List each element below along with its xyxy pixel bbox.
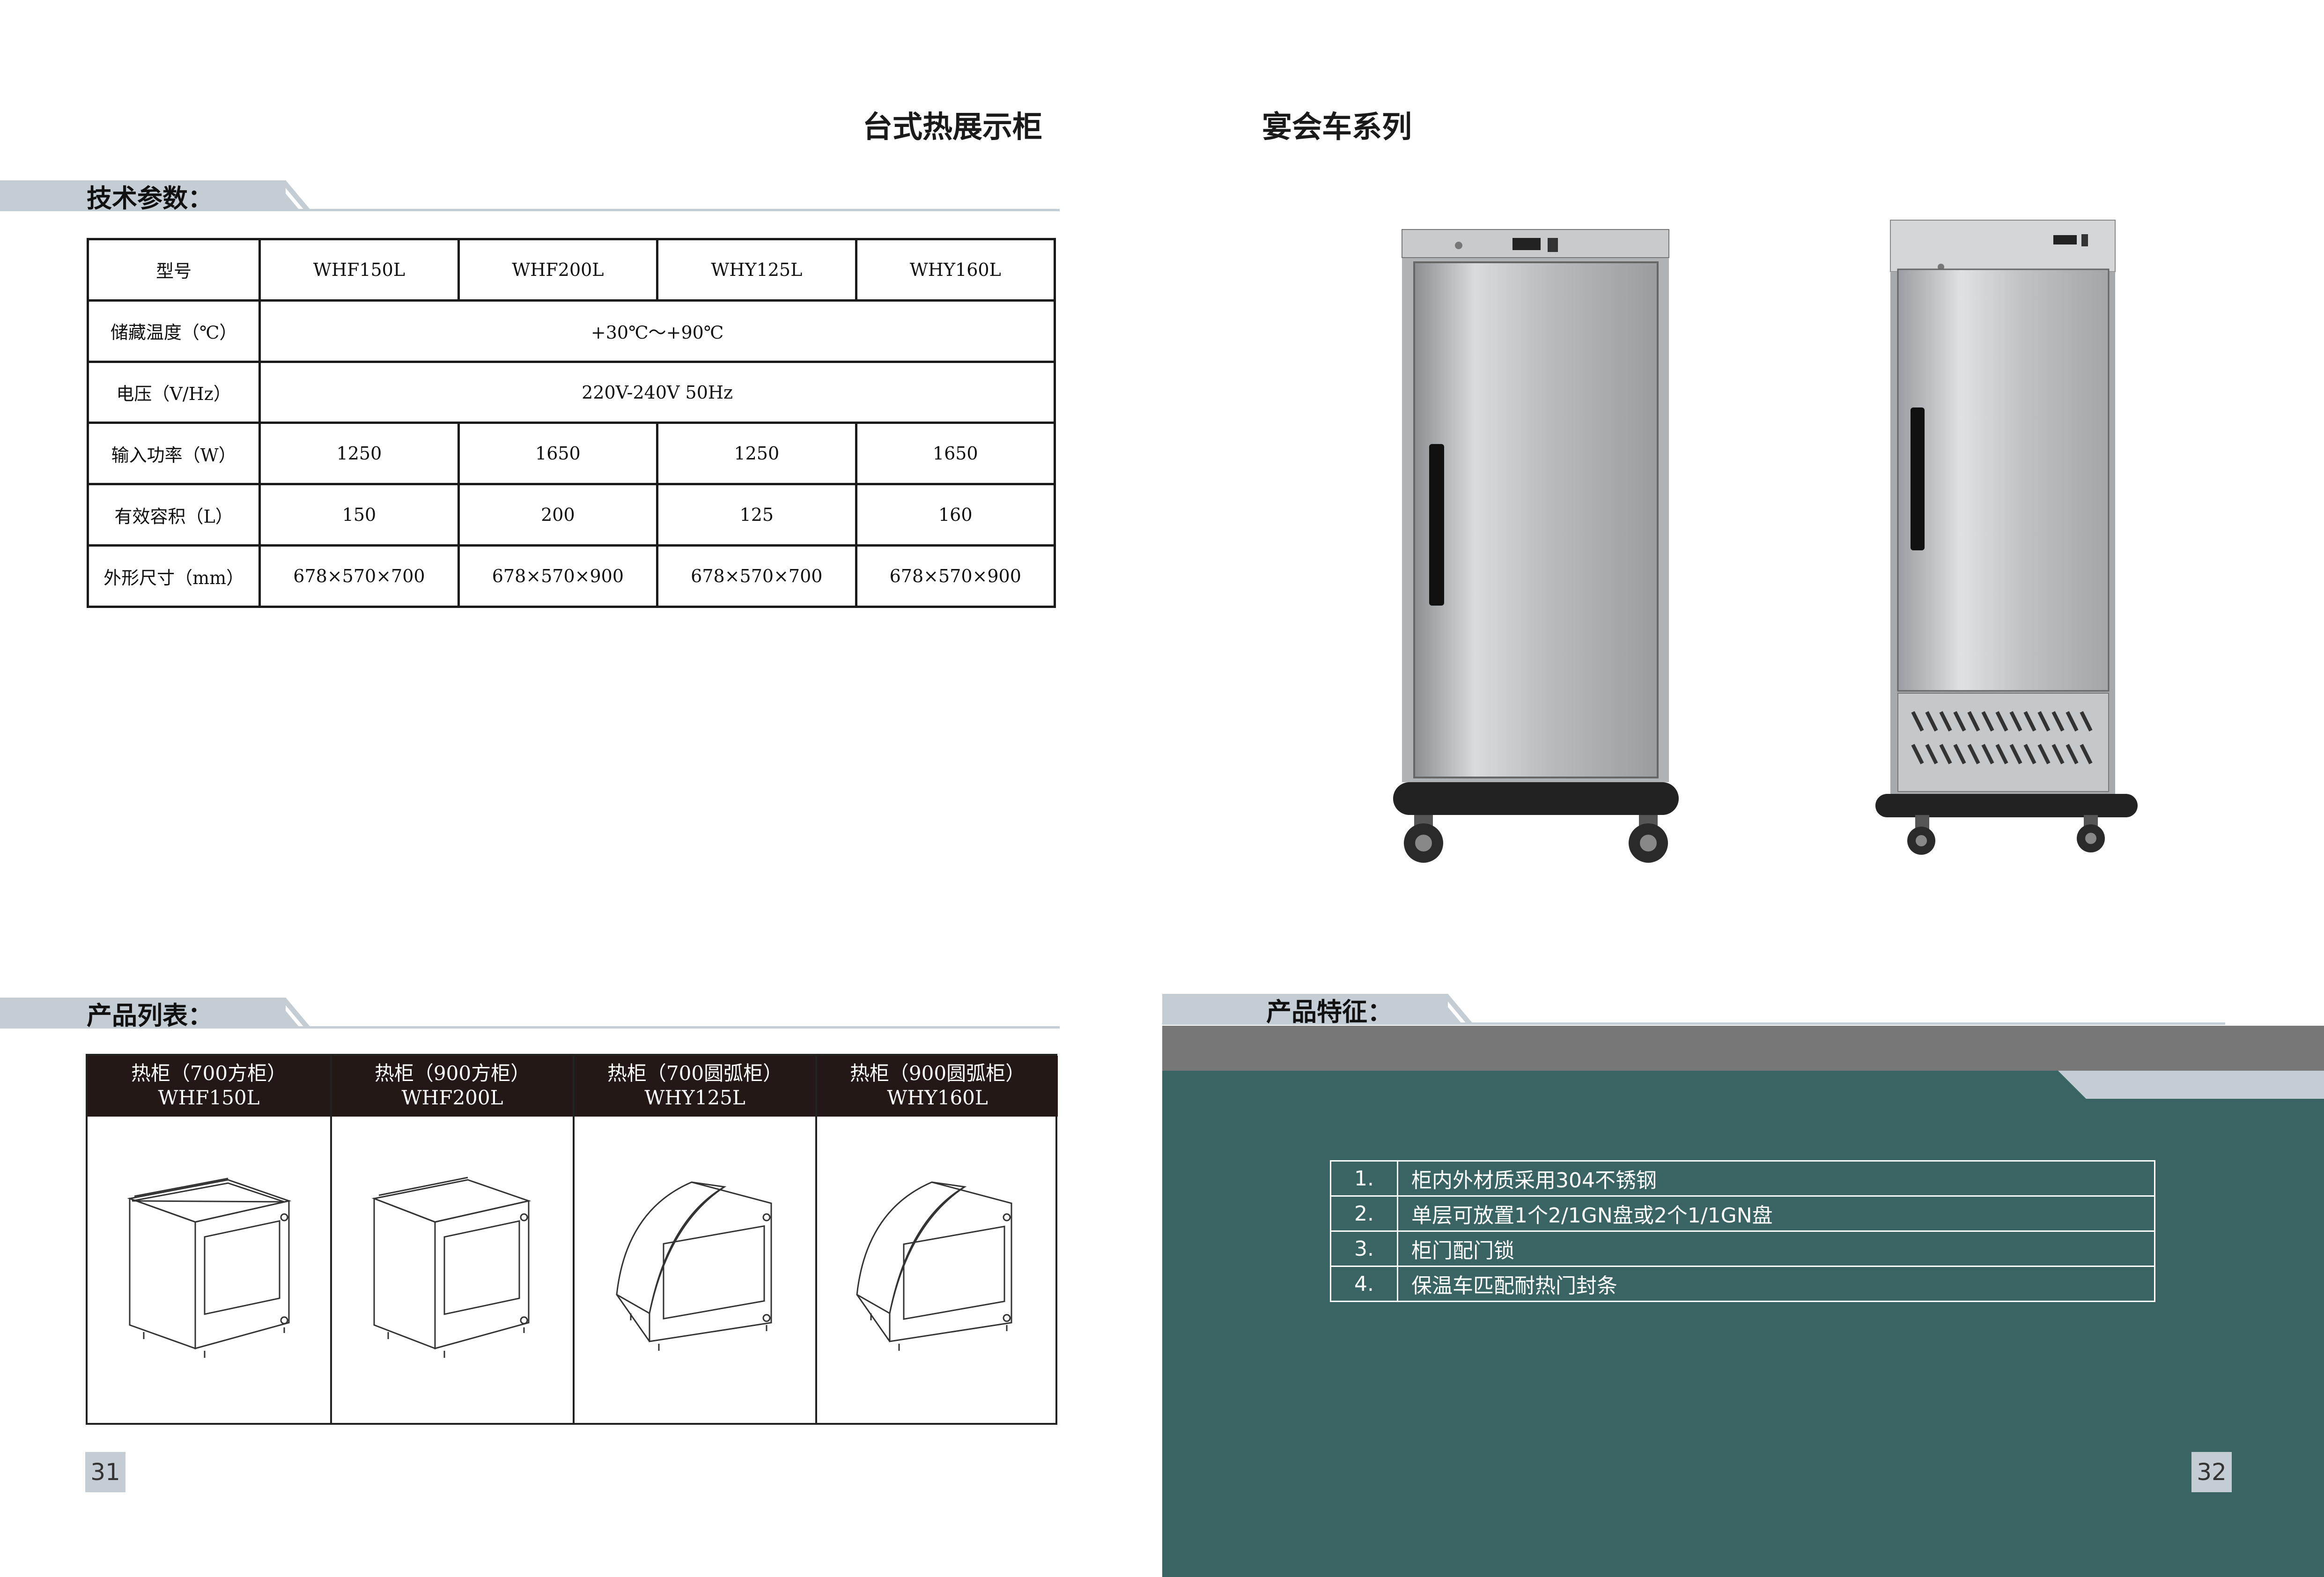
product-header: 热柜（700方柜） WHF150L bbox=[88, 1056, 330, 1117]
product-model: WHY160L bbox=[887, 1086, 988, 1109]
spec-cell: 678×570×700 bbox=[656, 544, 857, 608]
product-card: 热柜（700圆弧柜） WHY125L bbox=[573, 1056, 815, 1423]
product-card: 热柜（700方柜） WHF150L bbox=[88, 1056, 330, 1423]
right-page-title: 宴会车系列 bbox=[1262, 110, 1412, 145]
banquet-cart-image bbox=[1393, 229, 1679, 863]
spec-cell: 678×570×700 bbox=[258, 544, 460, 608]
feature-section-label: 产品特征： bbox=[1266, 997, 1393, 1027]
list-section-header: 产品列表： bbox=[0, 998, 1060, 1030]
product-model: WHF200L bbox=[401, 1086, 503, 1109]
product-header: 热柜（900方柜） WHF200L bbox=[332, 1056, 573, 1117]
product-header: 热柜（700圆弧柜） WHY125L bbox=[575, 1056, 815, 1117]
spec-cell: 1250 bbox=[258, 422, 460, 486]
square-cabinet-drawing bbox=[88, 1117, 330, 1423]
spec-cell: 678×570×900 bbox=[457, 544, 659, 608]
product-list: 热柜（700方柜） WHF150L 热柜（900方柜） bbox=[86, 1054, 1058, 1425]
spec-cell: 678×570×900 bbox=[855, 544, 1056, 608]
spec-section-header: 技术参数： bbox=[0, 180, 1060, 213]
square-cabinet-drawing bbox=[332, 1117, 573, 1423]
product-header: 热柜（900圆弧柜） WHY160L bbox=[817, 1056, 1058, 1117]
product-name: 热柜（700方柜） bbox=[131, 1062, 287, 1085]
list-item: 1. 柜内外材质采用304不锈钢 bbox=[1330, 1160, 2155, 1197]
table-row: 输入功率（W） 1250 1650 1250 1650 bbox=[86, 422, 1056, 486]
list-section-label: 产品列表： bbox=[87, 1001, 213, 1030]
product-name: 热柜（900方柜） bbox=[374, 1062, 531, 1085]
feature-number: 3. bbox=[1330, 1230, 1398, 1267]
spec-cell: 1250 bbox=[656, 422, 857, 486]
spec-cell: 150 bbox=[258, 483, 460, 547]
product-card: 热柜（900方柜） WHF200L bbox=[330, 1056, 573, 1423]
product-model: WHY125L bbox=[644, 1086, 745, 1109]
product-card: 热柜（900圆弧柜） WHY160L bbox=[815, 1056, 1058, 1423]
spec-table: 型号 WHF150L WHF200L WHY125L WHY160L 储藏温度（… bbox=[86, 238, 1056, 608]
feature-text: 单层可放置1个2/1GN盘或2个1/1GN盘 bbox=[1397, 1195, 2155, 1232]
table-row: 电压（V/Hz） 220V-240V 50Hz bbox=[86, 360, 1056, 424]
curved-cabinet-drawing bbox=[817, 1117, 1058, 1423]
feature-list: 1. 柜内外材质采用304不锈钢 2. 单层可放置1个2/1GN盘或2个1/1G… bbox=[1330, 1160, 2155, 1302]
spec-row-label: 电压（V/Hz） bbox=[86, 360, 261, 424]
spec-cell: +30℃～+90℃ bbox=[258, 299, 1056, 363]
feature-panel bbox=[1162, 1071, 2324, 1577]
spec-cell: 1650 bbox=[457, 422, 659, 486]
spec-header-cell: 型号 bbox=[86, 238, 261, 302]
spec-header-cell: WHF150L bbox=[258, 238, 460, 302]
spec-cell: 1650 bbox=[855, 422, 1056, 486]
feature-panel-top-band bbox=[1162, 1026, 2324, 1071]
feature-panel-accent bbox=[2058, 1071, 2324, 1099]
feature-text: 柜内外材质采用304不锈钢 bbox=[1397, 1160, 2155, 1197]
product-name: 热柜（900圆弧柜） bbox=[849, 1062, 1026, 1085]
feature-number: 4. bbox=[1330, 1266, 1398, 1302]
list-item: 4. 保温车匹配耐热门封条 bbox=[1330, 1266, 2155, 1302]
list-item: 2. 单层可放置1个2/1GN盘或2个1/1GN盘 bbox=[1330, 1195, 2155, 1232]
table-row: 外形尺寸（mm） 678×570×700 678×570×900 678×570… bbox=[86, 544, 1056, 608]
table-row: 有效容积（L） 150 200 125 160 bbox=[86, 483, 1056, 547]
spec-cell: 220V-240V 50Hz bbox=[258, 360, 1056, 424]
page-number-left: 31 bbox=[85, 1452, 125, 1492]
product-model: WHF150L bbox=[158, 1086, 260, 1109]
spec-cell: 160 bbox=[855, 483, 1056, 547]
table-row: 储藏温度（℃） +30℃～+90℃ bbox=[86, 299, 1056, 363]
list-item: 3. 柜门配门锁 bbox=[1330, 1230, 2155, 1267]
feature-number: 1. bbox=[1330, 1160, 1398, 1197]
spec-row-label: 外形尺寸（mm） bbox=[86, 544, 261, 608]
table-row: 型号 WHF150L WHF200L WHY125L WHY160L bbox=[86, 238, 1056, 302]
feature-text: 保温车匹配耐热门封条 bbox=[1397, 1266, 2155, 1302]
spec-row-label: 储藏温度（℃） bbox=[86, 299, 261, 363]
page-number-right: 32 bbox=[2191, 1452, 2232, 1492]
banquet-cart-image bbox=[1875, 220, 2138, 855]
feature-section-header: 产品特征： bbox=[1162, 994, 2225, 1027]
feature-text: 柜门配门锁 bbox=[1397, 1230, 2155, 1267]
left-page-title: 台式热展示柜 bbox=[863, 110, 1042, 145]
product-name: 热柜（700圆弧柜） bbox=[607, 1062, 783, 1085]
spec-cell: 200 bbox=[457, 483, 659, 547]
spec-header-cell: WHF200L bbox=[457, 238, 659, 302]
feature-number: 2. bbox=[1330, 1195, 1398, 1232]
curved-cabinet-drawing bbox=[575, 1117, 815, 1423]
spec-header-cell: WHY160L bbox=[855, 238, 1056, 302]
spec-row-label: 有效容积（L） bbox=[86, 483, 261, 547]
spec-section-label: 技术参数： bbox=[87, 184, 213, 213]
spec-cell: 125 bbox=[656, 483, 857, 547]
spec-header-cell: WHY125L bbox=[656, 238, 857, 302]
spec-row-label: 输入功率（W） bbox=[86, 422, 261, 486]
